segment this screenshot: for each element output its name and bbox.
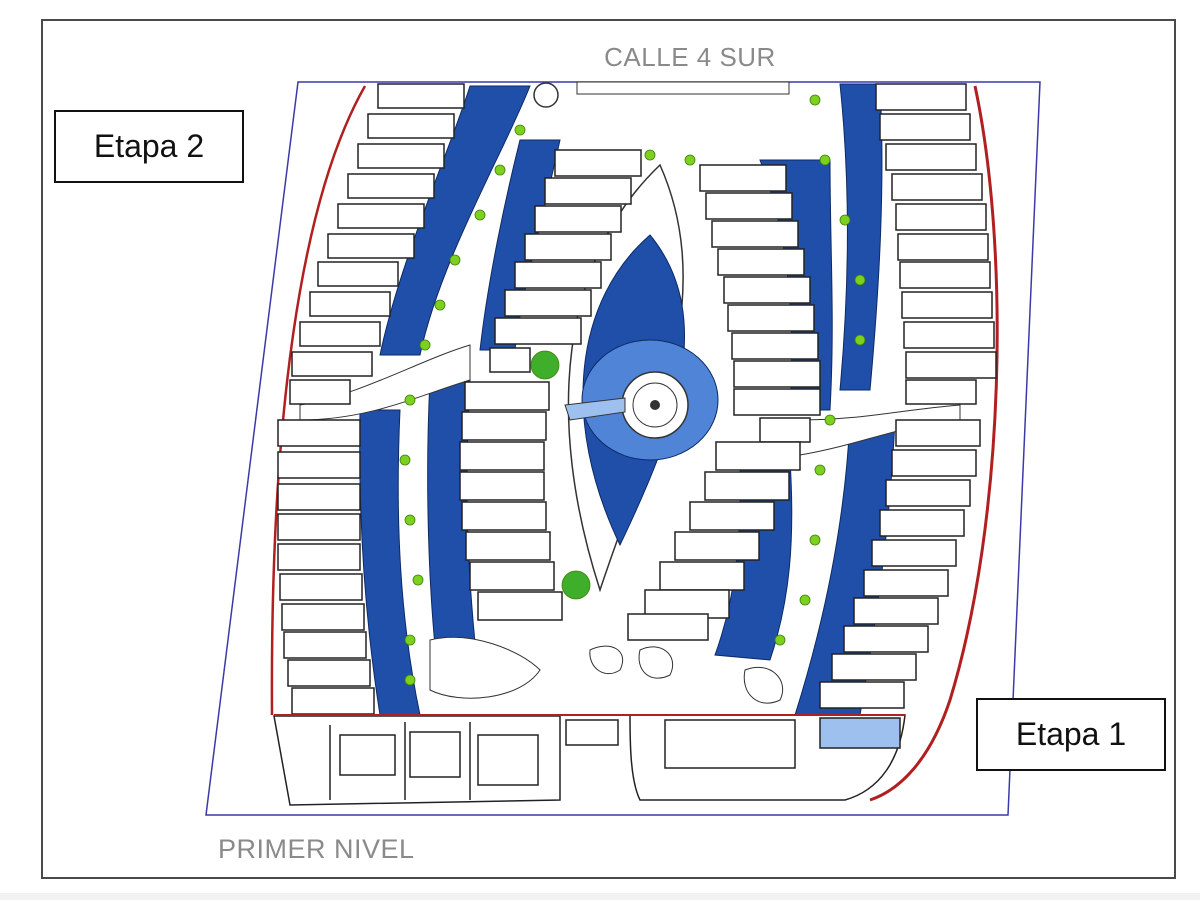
amenity-building-west [273,715,561,806]
units-center-west-south [459,381,563,621]
tree-icon [530,350,560,380]
tree-icon [809,94,821,106]
tree-icon [404,674,416,686]
tree-icon [514,124,526,136]
amenity-building-center [565,719,619,746]
west-perimeter-wall [270,85,367,716]
tree-icon [419,339,431,351]
pool-walkway [564,397,626,421]
bottom-strip [0,893,1200,900]
tree-icon [404,394,416,406]
tree-icon [814,464,826,476]
greenery [399,94,866,789]
tree-icon [809,534,821,546]
tree-icon [774,634,786,646]
canal-northeast [839,83,883,391]
level-label: PRIMER NIVEL [218,834,415,864]
entrance-driveway [576,81,790,95]
restaurant-building-east [629,714,906,801]
site-boundary [205,81,1041,816]
units-center-east-south [627,441,801,641]
tree-icon [854,274,866,286]
tree-icon [412,574,424,586]
units-west-column-north [289,83,465,405]
tree-icon [449,254,461,266]
stage-1-label: Etapa 1 [976,698,1166,771]
roundabout-icon [533,82,559,108]
units-east-column-north [875,83,997,405]
tree-icon [399,454,411,466]
units-west-column-south [277,419,375,715]
units-east-column-south [819,419,981,709]
tree-icon [854,334,866,346]
tree-icon [799,594,811,606]
tree-icon [824,414,836,426]
tree-icon [644,149,656,161]
tree-icon [684,154,696,166]
tree-icon [819,154,831,166]
tree-icon [494,164,506,176]
east-perimeter-wall [869,85,999,802]
tree-icon [404,634,416,646]
garden-ponds [429,636,783,704]
units-center-east-north [699,164,821,443]
stage-2-label: Etapa 2 [54,110,244,183]
tree-icon [839,214,851,226]
street-label: CALLE 4 SUR [604,42,776,72]
tree-icon [434,299,446,311]
units-center-west-north [489,149,642,373]
tree-icon [404,514,416,526]
drawing-frame [41,19,1176,879]
tree-icon [474,209,486,221]
tree-icon [561,570,591,600]
